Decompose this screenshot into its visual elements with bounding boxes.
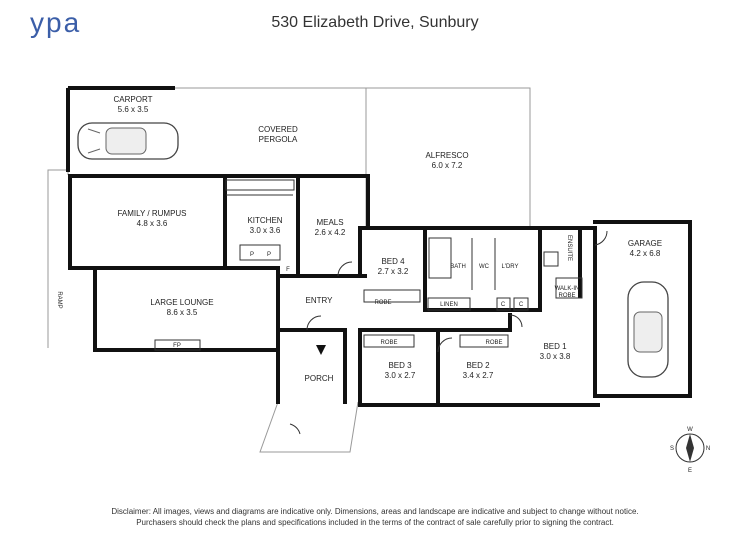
porch-label: PORCH bbox=[305, 374, 334, 383]
bed2-dims: 3.4 x 2.7 bbox=[463, 371, 494, 380]
fixture-labels: ROBE ROBE ROBE LINEN C C WALK-IN ROBE FP… bbox=[56, 252, 579, 349]
pergola-label-1: COVERED bbox=[258, 125, 298, 134]
ramp-label: RAMP bbox=[56, 291, 62, 308]
robe-bed4: ROBE bbox=[374, 300, 391, 306]
internal-details bbox=[154, 179, 608, 435]
walkin-label-1: WALK-IN bbox=[555, 286, 580, 292]
ensuite-label: ENSUITE bbox=[566, 235, 572, 261]
compass-w: W bbox=[687, 427, 693, 433]
garage-label: GARAGE bbox=[628, 239, 662, 248]
disclaimer: Disclaimer: All images, views and diagra… bbox=[0, 506, 750, 528]
pantry-label-1: P bbox=[250, 252, 254, 258]
bed3-label: BED 3 bbox=[388, 361, 412, 370]
fridge-label: F bbox=[286, 267, 290, 273]
entry-arrow-icon bbox=[316, 345, 326, 355]
bed1-label: BED 1 bbox=[543, 342, 567, 351]
meals-label: MEALS bbox=[316, 218, 343, 227]
bed4-label: BED 4 bbox=[381, 257, 405, 266]
bed1-dims: 3.0 x 3.8 bbox=[540, 352, 571, 361]
room-labels: CARPORT 5.6 x 3.5 COVERED PERGOLA ALFRES… bbox=[114, 95, 663, 383]
alfresco-label: ALFRESCO bbox=[425, 151, 468, 160]
lounge-label: LARGE LOUNGE bbox=[150, 298, 213, 307]
carport-walls bbox=[66, 86, 175, 172]
cupboard-2: C bbox=[519, 302, 524, 308]
family-label: FAMILY / RUMPUS bbox=[117, 209, 186, 218]
bath-label: BATH bbox=[450, 264, 466, 270]
kitchen-label: KITCHEN bbox=[247, 216, 282, 225]
page-title: 530 Elizabeth Drive, Sunbury bbox=[271, 14, 479, 31]
carport-label: CARPORT bbox=[114, 95, 153, 104]
robe-bed3: ROBE bbox=[380, 340, 397, 346]
cupboard-1: C bbox=[501, 302, 506, 308]
kitchen-dims: 3.0 x 3.6 bbox=[250, 226, 281, 235]
alfresco-dims: 6.0 x 7.2 bbox=[432, 161, 463, 170]
compass-n: N bbox=[706, 446, 710, 452]
ldry-label: L'DRY bbox=[501, 264, 518, 270]
entry-label: ENTRY bbox=[306, 296, 334, 305]
linen-label: LINEN bbox=[440, 302, 458, 308]
disclaimer-line1: Disclaimer: All images, views and diagra… bbox=[111, 507, 639, 516]
compass-icon: N W E S bbox=[670, 427, 710, 474]
bed4-dims: 2.7 x 3.2 bbox=[378, 267, 409, 276]
pantry-label-2: P bbox=[267, 252, 271, 258]
pergola-label-2: PERGOLA bbox=[259, 135, 298, 144]
garage-car-icon bbox=[627, 281, 669, 378]
compass-s: S bbox=[670, 446, 674, 452]
bed2-label: BED 2 bbox=[466, 361, 490, 370]
lounge-dims: 8.6 x 3.5 bbox=[167, 308, 198, 317]
wc-label: WC bbox=[479, 264, 490, 270]
car-icon bbox=[77, 122, 179, 160]
bed3-dims: 3.0 x 2.7 bbox=[385, 371, 416, 380]
walkin-label-2: ROBE bbox=[558, 293, 575, 299]
robe-bed2: ROBE bbox=[485, 340, 502, 346]
logo-text: ypa bbox=[30, 12, 81, 38]
meals-dims: 2.6 x 4.2 bbox=[315, 228, 346, 237]
house-walls bbox=[68, 174, 692, 407]
garage-dims: 4.2 x 6.8 bbox=[630, 249, 661, 258]
carport-dims: 5.6 x 3.5 bbox=[118, 105, 149, 114]
fp-label: FP bbox=[173, 343, 181, 349]
disclaimer-line2: Purchasers should check the plans and sp… bbox=[136, 518, 614, 527]
ypa-logo: ypa bbox=[30, 7, 110, 43]
compass-e: E bbox=[688, 468, 692, 474]
family-dims: 4.8 x 3.6 bbox=[137, 219, 168, 228]
floor-plan: N W E S CARPORT 5.6 x 3.5 COVERED PERGOL… bbox=[47, 86, 710, 474]
